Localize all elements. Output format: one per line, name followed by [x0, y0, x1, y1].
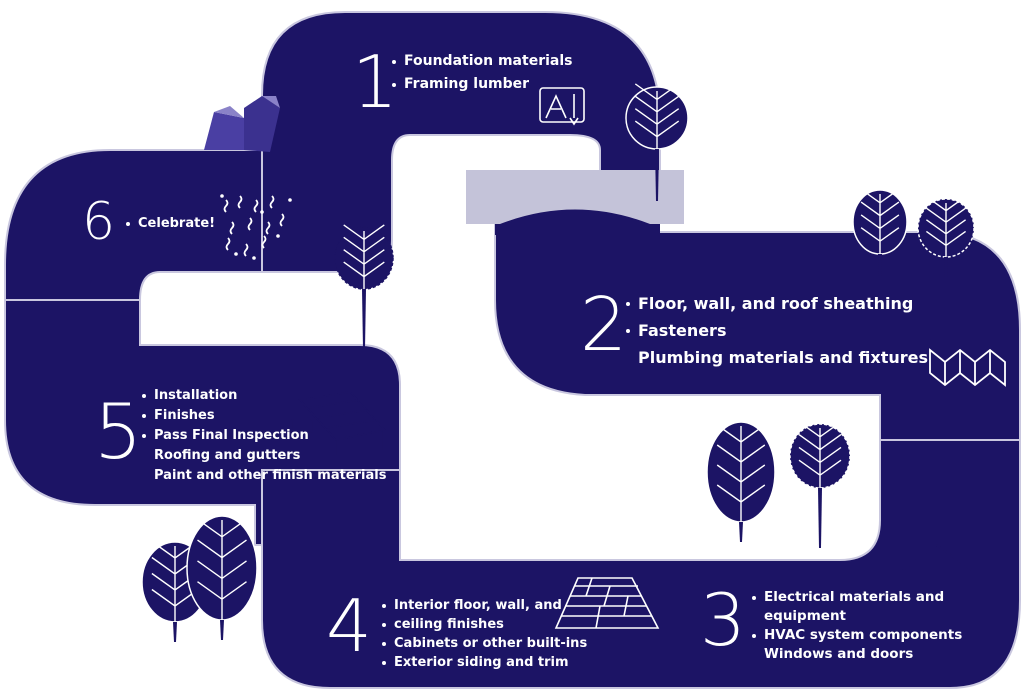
road-top-segment [261, 11, 661, 273]
road-bottom-segment [261, 419, 1021, 689]
solar-roof-icon [291, 391, 387, 455]
rocks [204, 96, 280, 152]
step-number: 4 [326, 584, 372, 668]
step-number: 6 [82, 192, 116, 252]
flooring-icon [554, 577, 660, 629]
step-item: Interior floor, wall, and [382, 596, 587, 615]
step-item: Finishes [142, 406, 386, 426]
tree-icon [706, 421, 776, 542]
confetti-icon [220, 194, 292, 260]
step-number: 1 [352, 40, 398, 124]
step-item: Installation [142, 386, 386, 406]
tree-icon [789, 421, 851, 548]
step-item: Plumbing materials and fixtures [638, 348, 929, 367]
step-number: 5 [94, 387, 143, 476]
step-item: Windows and doors [764, 646, 914, 662]
tree-icon [625, 83, 689, 201]
sheathing-icon [929, 348, 1006, 387]
step-item: HVAC system components [752, 626, 962, 645]
step-number: 3 [700, 578, 746, 662]
step-item: Cabinets or other built-ins [382, 634, 587, 653]
house-hammer-icon [902, 543, 973, 582]
tree-icon [186, 515, 258, 640]
bridge [466, 170, 684, 224]
step-item: Paint and other finish materials [154, 468, 387, 483]
blueprint-icon [539, 87, 585, 126]
tree-icon [334, 224, 394, 349]
trees [141, 83, 975, 642]
step-item: equipment [764, 608, 847, 624]
step-items: Celebrate! [126, 214, 215, 234]
tree-icon [917, 196, 975, 277]
step-item: Celebrate! [126, 214, 215, 234]
step-item: Floor, wall, and roof sheathing [626, 290, 928, 317]
step-item: Fasteners [626, 317, 928, 344]
step-item: Roofing and gutters [154, 448, 301, 463]
step-item: Framing lumber [392, 73, 572, 96]
tree-icon [852, 188, 908, 276]
step-item: Pass Final Inspection [142, 426, 386, 446]
step-item: ceiling finishes [382, 615, 587, 634]
step-number: 2 [580, 282, 628, 368]
step-item: Foundation materials [392, 50, 572, 73]
step-item: Electrical materials and [752, 588, 962, 607]
step-item: Exterior siding and trim [382, 653, 587, 672]
